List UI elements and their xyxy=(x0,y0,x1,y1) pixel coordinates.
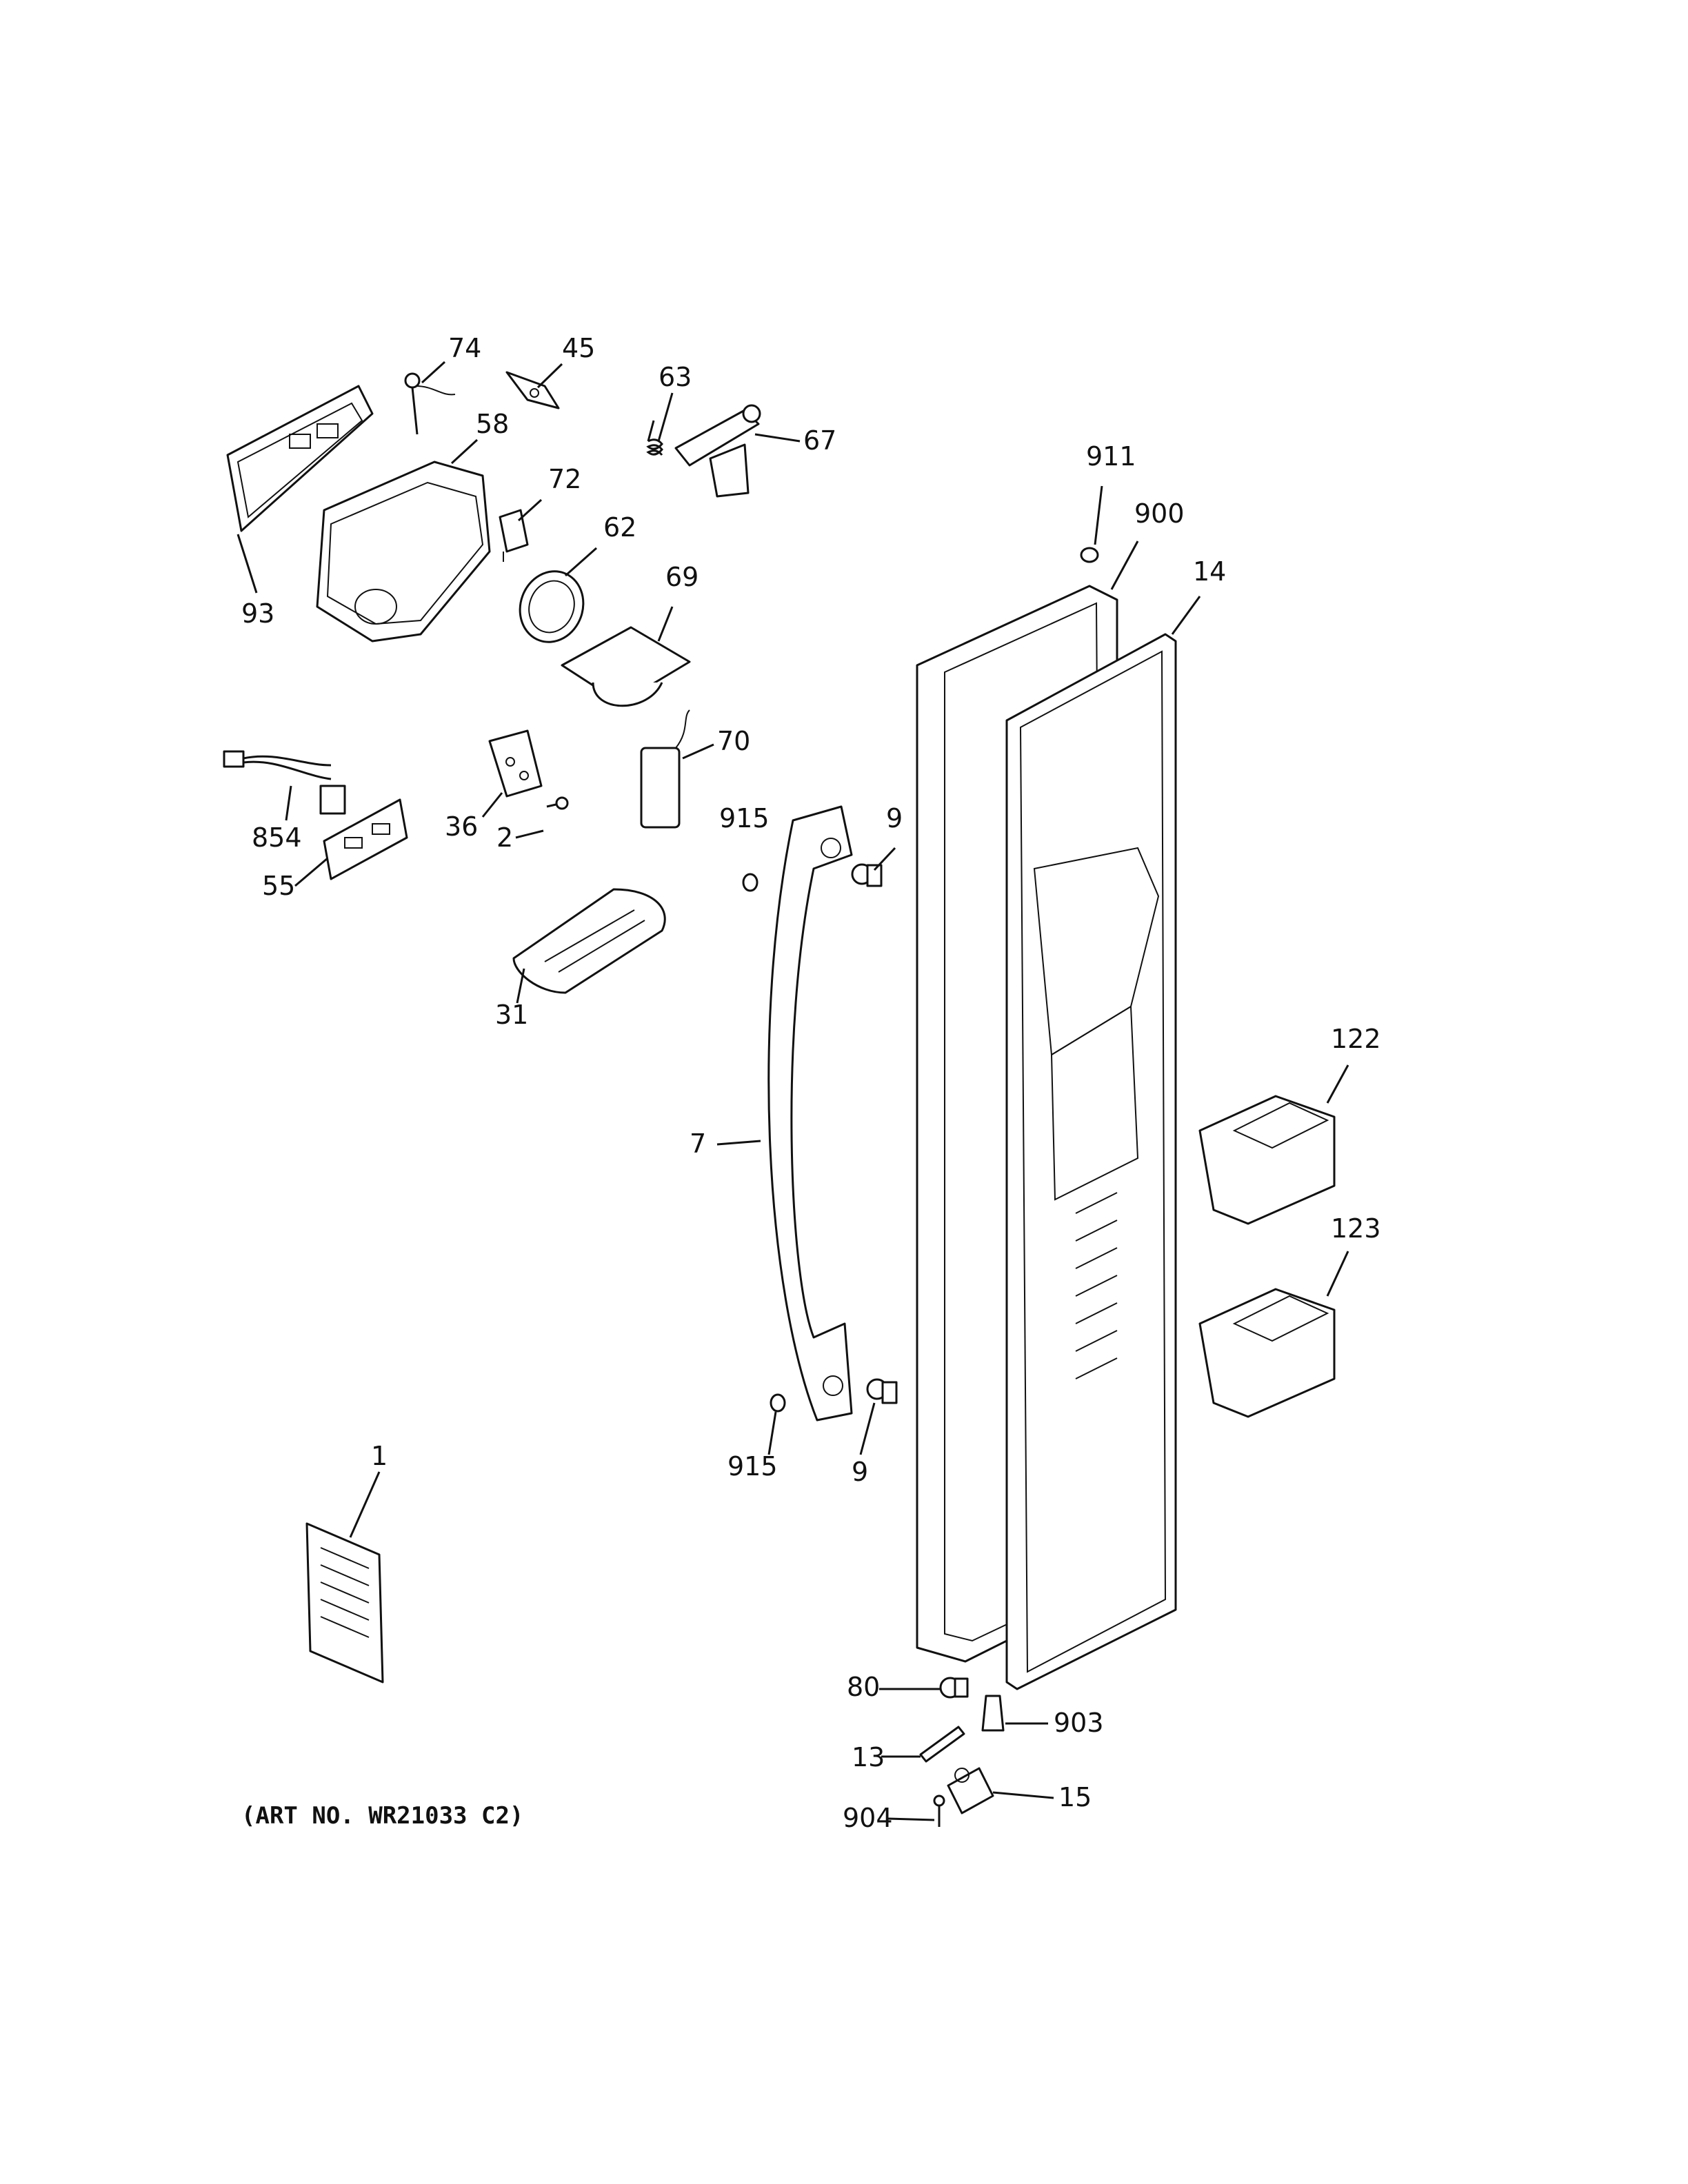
label-14: 14 xyxy=(1193,556,1226,587)
label-13: 13 xyxy=(852,1742,885,1772)
label-80: 80 xyxy=(847,1672,880,1702)
part-903-hinge-pin xyxy=(981,1695,1005,1732)
label-903: 903 xyxy=(1054,1708,1104,1738)
part-55-switch-board xyxy=(323,798,408,880)
label-915-upper: 915 xyxy=(719,803,770,833)
part-15-bottom-hinge xyxy=(947,1767,994,1814)
label-911: 911 xyxy=(1086,441,1136,472)
label-2: 2 xyxy=(496,822,513,853)
label-1: 1 xyxy=(371,1441,388,1471)
label-915-lower: 915 xyxy=(727,1451,778,1482)
label-31: 31 xyxy=(495,1000,528,1030)
part-67-actuator-lever xyxy=(674,404,761,498)
part-911-screw xyxy=(1080,547,1099,563)
part-80-bushing xyxy=(939,1677,969,1699)
part-122-door-bin xyxy=(1198,1095,1336,1225)
label-70: 70 xyxy=(717,726,750,756)
part-63-spring xyxy=(646,420,663,456)
label-55: 55 xyxy=(262,871,295,901)
leader-lines xyxy=(237,361,1349,1821)
part-915-upper-plug xyxy=(742,873,758,892)
label-67: 67 xyxy=(803,425,836,456)
part-72-switch xyxy=(499,509,529,562)
label-904: 904 xyxy=(843,1803,893,1833)
part-69-ice-chute-funnel xyxy=(561,626,691,707)
part-123-door-bin xyxy=(1198,1288,1336,1418)
label-93: 93 xyxy=(241,598,274,629)
label-58: 58 xyxy=(476,409,509,439)
part-93-dispenser-control-board xyxy=(226,385,374,532)
label-854: 854 xyxy=(252,822,302,853)
part-36-bracket xyxy=(488,729,543,798)
part-904-screw xyxy=(933,1794,945,1827)
label-15: 15 xyxy=(1058,1782,1092,1812)
part-62-ring xyxy=(519,570,585,643)
art-number: (ART NO. WR21033 C2) xyxy=(241,1802,523,1830)
part-58-dispenser-housing xyxy=(316,461,491,643)
part-74-spring xyxy=(404,372,456,435)
part-915-lower-plug xyxy=(770,1393,786,1413)
label-45: 45 xyxy=(562,333,595,363)
callout-labels: 74 45 63 67 58 72 62 93 69 911 900 14 70… xyxy=(241,333,1381,1833)
part-1-owner-manual xyxy=(305,1522,384,1684)
part-9-upper-mount-stud xyxy=(851,863,883,887)
label-9-upper: 9 xyxy=(886,803,903,833)
part-13-shim xyxy=(919,1726,965,1763)
label-63: 63 xyxy=(659,362,692,392)
label-123: 123 xyxy=(1331,1213,1381,1244)
part-31-drip-tray xyxy=(512,888,666,994)
label-122: 122 xyxy=(1331,1024,1381,1054)
part-854-wire-harness xyxy=(223,750,346,815)
label-7: 7 xyxy=(690,1129,706,1159)
label-62: 62 xyxy=(603,512,636,543)
part-70-flapper-door xyxy=(640,709,690,829)
part-45-bracket xyxy=(505,371,560,410)
part-14-door-liner xyxy=(1005,633,1177,1690)
label-72: 72 xyxy=(548,464,581,494)
part-2-screw xyxy=(546,796,569,810)
label-74: 74 xyxy=(448,333,481,363)
part-7-door-handle xyxy=(767,805,853,1422)
part-9-lower-mount-stud xyxy=(866,1378,898,1404)
label-36: 36 xyxy=(445,811,478,842)
label-69: 69 xyxy=(665,562,699,592)
label-900: 900 xyxy=(1134,498,1185,529)
label-9-lower: 9 xyxy=(852,1457,868,1487)
